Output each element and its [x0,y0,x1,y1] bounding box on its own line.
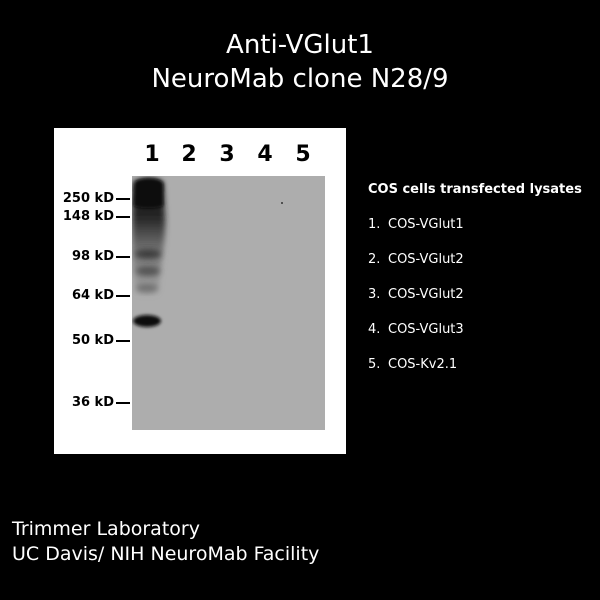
legend-title: COS cells transfected lysates [368,182,582,197]
legend-item-label: COS-VGlut1 [388,217,464,232]
marker-50kd: 50 kD [54,333,130,349]
marker-label: 148 kD [62,209,114,224]
marker-tick [116,340,130,342]
legend-item-2: 2. COS-VGlut2 [368,251,464,269]
lane-number-4: 4 [257,142,273,167]
lane-number-3: 3 [219,142,235,167]
legend-item-3: 3. COS-VGlut2 [368,286,464,304]
marker-label: 98 kD [71,249,114,264]
legend-item-4: 4. COS-VGlut3 [368,321,464,339]
lane1-diffuse-band [136,284,158,292]
legend-item-5: 5. COS-Kv2.1 [368,356,457,374]
marker-tick [116,402,130,404]
legend-item-label: COS-VGlut2 [388,252,464,267]
marker-tick [116,256,130,258]
legend-item-number: 4. [368,322,381,337]
lane-number-5: 5 [295,142,311,167]
marker-label: 36 kD [71,395,114,410]
legend-item-label: COS-Kv2.1 [388,357,458,372]
legend-item-number: 1. [368,217,381,232]
marker-98kd: 98 kD [54,249,130,265]
footer-lab-name: Trimmer Laboratory [12,518,200,540]
lane1-vglut1-band [133,315,161,327]
lane1-diffuse-band [136,266,160,276]
marker-tick [116,198,130,200]
marker-label: 50 kD [71,333,114,348]
marker-250kd: 250 kD [54,191,130,207]
footer-facility-name: UC Davis/ NIH NeuroMab Facility [12,543,320,565]
marker-tick [116,216,130,218]
figure-title-clone: NeuroMab clone N28/9 [151,64,449,94]
lane1-smear [132,179,166,295]
lane1-diffuse-band [135,249,161,259]
legend-item-number: 5. [368,357,381,372]
blot-bands-image [132,178,283,327]
lane-number-1: 1 [144,142,160,167]
marker-label: 250 kD [62,191,114,206]
legend-item-number: 3. [368,287,381,302]
figure-title-antibody: Anti-VGlut1 [226,30,374,60]
legend-item-label: COS-VGlut3 [388,322,464,337]
legend-item-label: COS-VGlut2 [388,287,464,302]
marker-36kd: 36 kD [54,395,130,411]
sample-legend: COS cells transfected lysates 1. COS-VGlu… [368,181,593,372]
marker-label: 64 kD [71,288,114,303]
lane1-top-band [134,178,163,209]
legend-item-1: 1. COS-VGlut1 [368,216,464,234]
membrane-speck [281,202,283,204]
lane-number-2: 2 [181,142,197,167]
marker-tick [116,295,130,297]
western-blot-panel: 1 2 3 4 5 250 kD 148 kD 98 kD 64 kD 50 k… [54,128,346,454]
legend-item-number: 2. [368,252,381,267]
marker-148kd: 148 kD [54,209,130,225]
blot-membrane [132,176,325,430]
marker-64kd: 64 kD [54,288,130,304]
